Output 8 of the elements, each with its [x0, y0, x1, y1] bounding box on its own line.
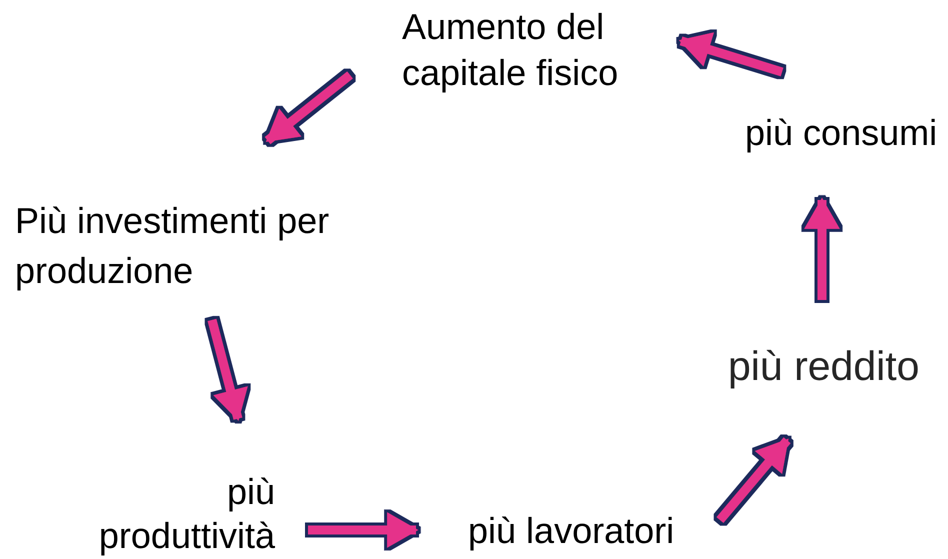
cycle-step-label: più lavoratori [436, 508, 720, 554]
cycle-step-label: più consumi [745, 72, 945, 180]
cycle-step-label: Aumento del capitale fisico [348, 4, 662, 96]
cycle-step-label: più reddito [728, 300, 943, 425]
block-arrow [804, 198, 840, 300]
block-arrow [308, 512, 418, 548]
cycle-step-label: più produttività [75, 438, 308, 558]
cycle-step-label: Più investimenti per produzione [15, 156, 360, 320]
